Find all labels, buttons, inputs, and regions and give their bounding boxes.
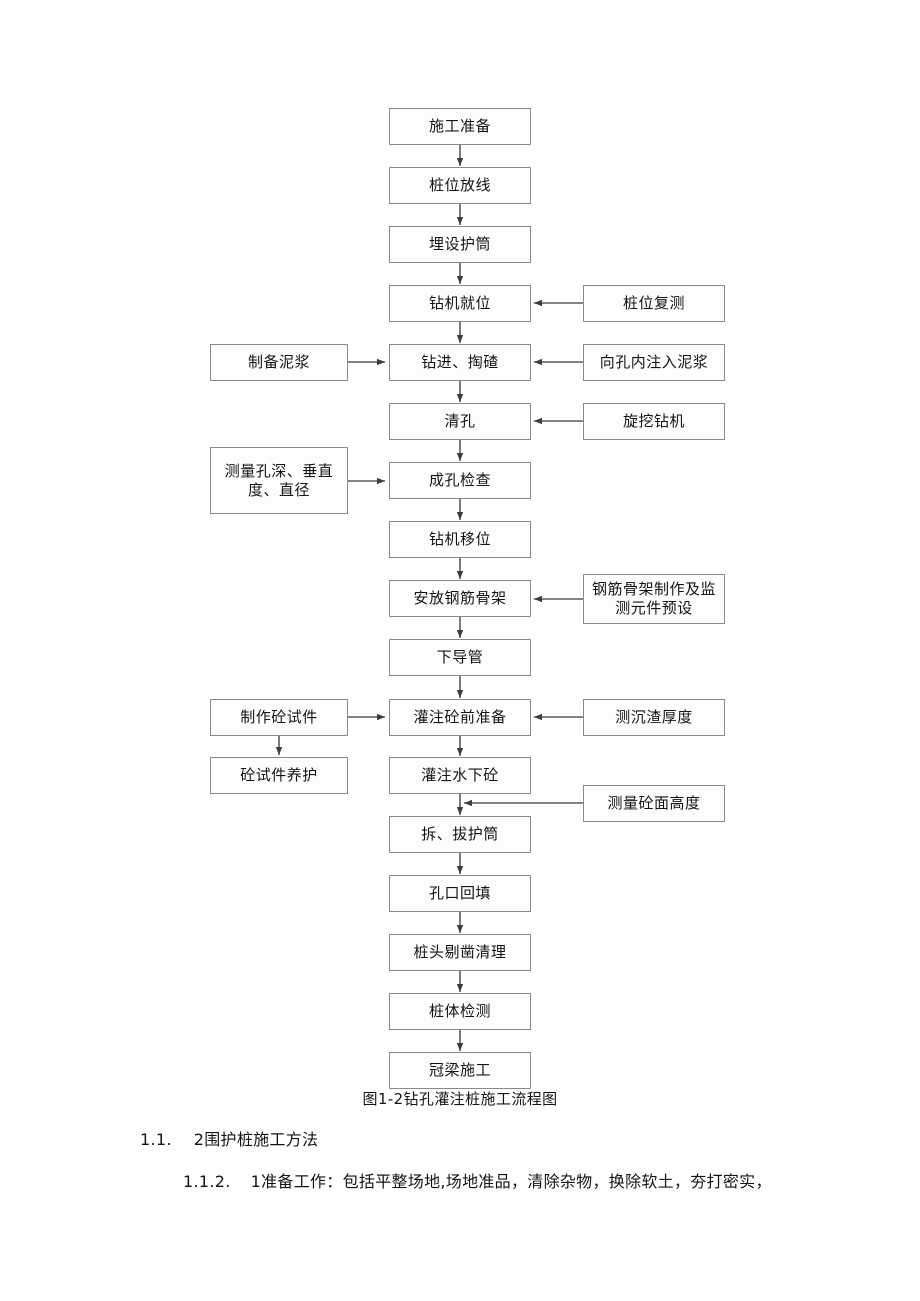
flow-node-label: 灌注砼前准备	[413, 708, 507, 727]
flow-node-main-7[interactable]: 成孔检查	[389, 462, 531, 499]
body-paragraph: 1.1.2. 1准备工作：包括平整场地,场地准品，清除杂物，换除软土，夯打密实，	[183, 1168, 772, 1192]
flow-node-label-line1: 测量孔深、垂直	[224, 461, 334, 480]
flow-node-label: 孔口回填	[428, 884, 491, 903]
flow-node-label: 下导管	[436, 648, 484, 667]
flow-note-right-2[interactable]: 向孔内注入泥浆	[583, 344, 725, 381]
flow-node-label: 制作砼试件	[240, 708, 318, 727]
flow-node-label: 制备泥浆	[247, 353, 310, 372]
flow-note-right-5[interactable]: 测沉渣厚度	[583, 699, 725, 736]
flow-node-label: 冠梁施工	[428, 1061, 491, 1080]
flow-note-left-3[interactable]: 制作砼试件	[210, 699, 348, 736]
flow-note-right-6[interactable]: 测量砼面高度	[583, 785, 725, 822]
figure-caption: 图1-2钻孔灌注桩施工流程图	[362, 1090, 558, 1108]
flow-node-label: 桩位放线	[428, 176, 491, 195]
flow-node-label: 成孔检查	[428, 471, 491, 490]
flow-node-main-10[interactable]: 下导管	[389, 639, 531, 676]
flow-node-main-4[interactable]: 钻机就位	[389, 285, 531, 322]
flow-node-label: 测沉渣厚度	[615, 708, 693, 727]
flow-node-label: 钻机移位	[428, 530, 491, 549]
flow-node-main-16[interactable]: 桩体检测	[389, 993, 531, 1030]
flow-node-main-15[interactable]: 桩头剔凿清理	[389, 934, 531, 971]
flow-note-left-1[interactable]: 制备泥浆	[210, 344, 348, 381]
paragraph-text: 1准备工作：包括平整场地,场地准品，清除杂物，换除软土，夯打密实，	[250, 1172, 772, 1191]
section-number: 1.1.	[140, 1130, 172, 1149]
flow-node-main-3[interactable]: 埋设护筒	[389, 226, 531, 263]
section-title: 2围护桩施工方法	[193, 1130, 319, 1149]
flow-node-main-13[interactable]: 拆、拔护筒	[389, 816, 531, 853]
flow-node-label-line1: 钢筋骨架制作及监	[591, 580, 716, 599]
flow-node-main-12[interactable]: 灌注水下砼	[389, 757, 531, 794]
flow-node-label: 桩位复测	[622, 294, 685, 313]
flow-node-label: 桩体检测	[428, 1002, 491, 1021]
flow-node-label: 拆、拔护筒	[421, 825, 499, 844]
flow-note-right-4[interactable]: 钢筋骨架制作及监 测元件预设	[583, 574, 725, 624]
flow-note-right-1[interactable]: 桩位复测	[583, 285, 725, 322]
flow-node-label: 旋挖钻机	[622, 412, 685, 431]
flow-node-label: 桩头剔凿清理	[413, 943, 507, 962]
flowchart-canvas: 施工准备 桩位放线 埋设护筒 钻机就位 钻进、掏碴 清孔 成孔检查 钻机移位 安…	[210, 108, 725, 1089]
flow-node-label: 清孔	[444, 412, 476, 431]
flow-node-label: 砼试件养护	[240, 766, 318, 785]
flow-node-label: 埋设护筒	[428, 235, 491, 254]
flow-node-main-6[interactable]: 清孔	[389, 403, 531, 440]
flow-node-main-5[interactable]: 钻进、掏碴	[389, 344, 531, 381]
flow-node-label-line2: 度、直径	[247, 480, 310, 499]
flow-note-right-3[interactable]: 旋挖钻机	[583, 403, 725, 440]
flow-node-main-14[interactable]: 孔口回填	[389, 875, 531, 912]
flow-node-label: 钻进、掏碴	[421, 353, 499, 372]
flow-node-label-wrapper: 测量孔深、垂直 度、直径	[211, 462, 347, 500]
flow-node-label: 测量砼面高度	[607, 794, 701, 813]
flow-node-main-11[interactable]: 灌注砼前准备	[389, 699, 531, 736]
flow-node-main-9[interactable]: 安放钢筋骨架	[389, 580, 531, 617]
flow-node-main-2[interactable]: 桩位放线	[389, 167, 531, 204]
flow-node-label: 灌注水下砼	[421, 766, 499, 785]
flow-node-label: 向孔内注入泥浆	[599, 353, 709, 372]
flow-node-label-line2: 测元件预设	[615, 599, 693, 617]
section-heading: 1.1. 2围护桩施工方法	[140, 1126, 318, 1150]
flow-node-label: 钻机就位	[428, 294, 491, 313]
flow-node-label-wrapper: 钢筋骨架制作及监 测元件预设	[584, 580, 724, 618]
flow-node-main-1[interactable]: 施工准备	[389, 108, 531, 145]
flow-note-left-4[interactable]: 砼试件养护	[210, 757, 348, 794]
flow-note-left-2[interactable]: 测量孔深、垂直 度、直径	[210, 447, 348, 514]
flow-node-main-17[interactable]: 冠梁施工	[389, 1052, 531, 1089]
flow-node-label: 安放钢筋骨架	[413, 589, 507, 608]
flow-node-main-8[interactable]: 钻机移位	[389, 521, 531, 558]
flow-node-label: 施工准备	[428, 117, 491, 136]
paragraph-number: 1.1.2.	[183, 1172, 231, 1191]
